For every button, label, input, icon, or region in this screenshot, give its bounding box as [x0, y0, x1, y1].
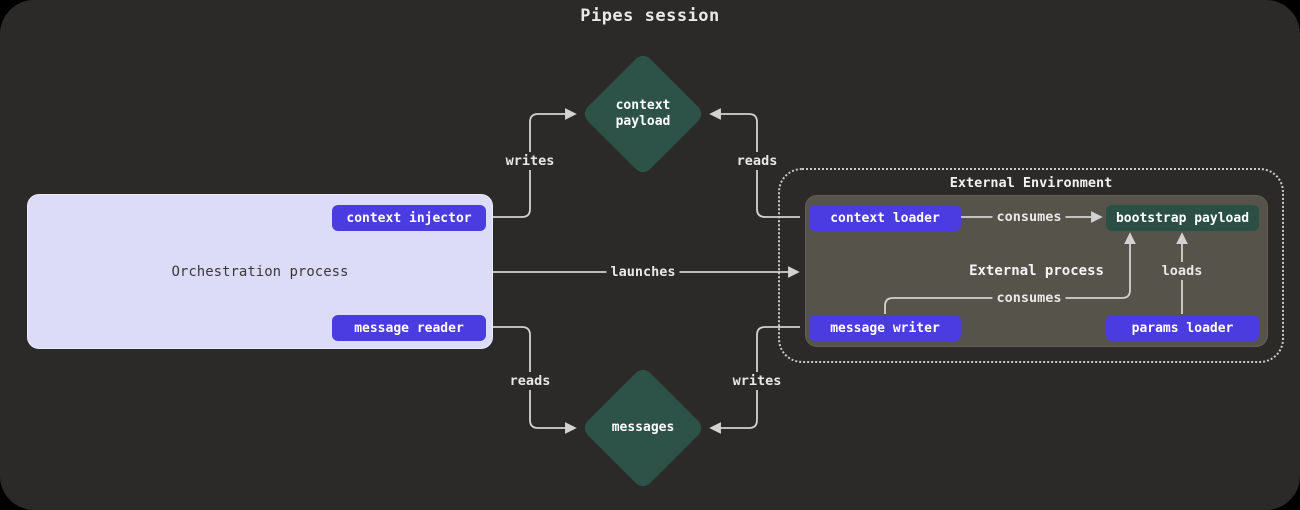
orchestration-process-label: Orchestration process: [171, 263, 349, 280]
diagram-title: Pipes session: [580, 6, 720, 26]
edge-label-reads-bottom: reads: [505, 372, 555, 390]
messages-label: messages: [611, 419, 675, 435]
edge-label-reads-top: reads: [732, 152, 782, 170]
edge-label-consumes-top: consumes: [992, 208, 1066, 226]
edge-label-consumes-bottom: consumes: [992, 289, 1066, 307]
node-params-loader: params loader: [1106, 315, 1259, 341]
external-environment-label: External Environment: [949, 175, 1113, 191]
edge-label-launches: launches: [606, 263, 680, 281]
node-bootstrap-payload: bootstrap payload: [1106, 205, 1259, 231]
node-context-loader: context loader: [809, 205, 961, 231]
node-orchestration-process: Orchestration process context injector m…: [27, 194, 493, 349]
context-payload-label: context payload: [615, 97, 671, 129]
node-context-injector: context injector: [332, 205, 486, 231]
node-message-reader: message reader: [332, 315, 486, 341]
edge-label-writes-bottom: writes: [728, 372, 786, 390]
edge-label-writes-top: writes: [501, 152, 559, 170]
node-message-writer: message writer: [809, 315, 961, 341]
node-external-environment: [778, 168, 1284, 363]
edge-label-loads: loads: [1157, 262, 1207, 280]
external-process-label: External process: [969, 263, 1104, 279]
